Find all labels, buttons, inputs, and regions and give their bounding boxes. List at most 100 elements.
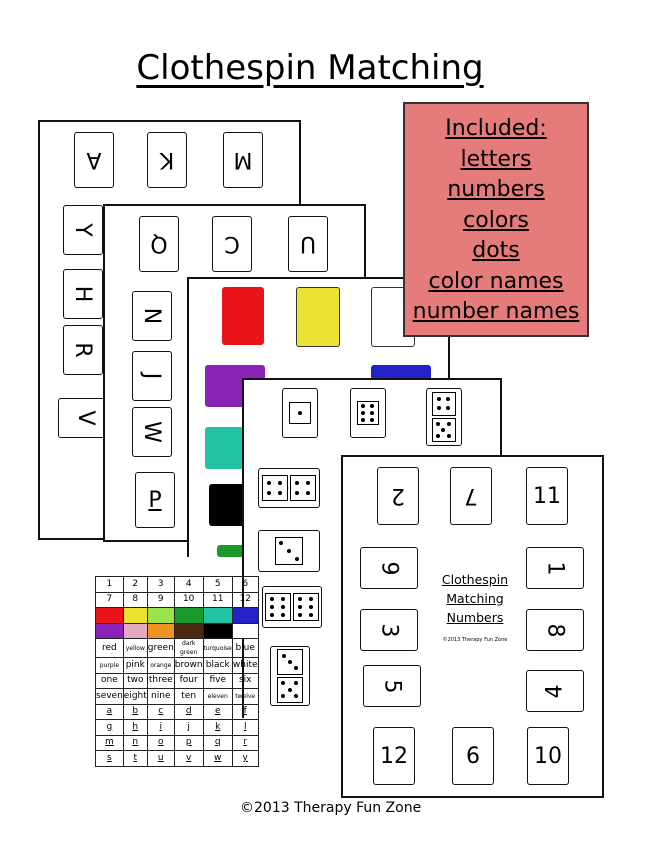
grid-cell: 7 [95, 591, 124, 608]
letter-card: N [132, 291, 172, 341]
pink-color-cell [122, 622, 148, 639]
dot-card [426, 388, 462, 446]
card-label: 11 [533, 483, 561, 509]
included-item: color names [428, 268, 564, 294]
yellow-swatch [296, 287, 340, 347]
card-label: 3 [376, 623, 402, 637]
grid-color-row [95, 622, 259, 639]
grid-cell: k [202, 719, 233, 736]
grid-cell: green [146, 638, 175, 658]
title-line: Matching [446, 591, 504, 606]
dot-card [262, 586, 322, 628]
brown-color-cell [173, 622, 204, 639]
red-color-cell [95, 607, 124, 624]
grid-cell: 12 [231, 591, 259, 608]
grid-cell: three [146, 672, 175, 689]
number-card: 6 [452, 727, 494, 785]
grid-cell: four [173, 672, 204, 689]
grid-cell: h [122, 719, 148, 736]
grid-cell: y [231, 750, 259, 767]
card-label: 6 [466, 743, 480, 769]
grid-cell: m [95, 734, 124, 751]
dot-card [350, 388, 386, 438]
grid-cell: i [146, 719, 175, 736]
grid-cell: five [202, 672, 233, 689]
included-box: Included: letters numbers colors dots co… [403, 102, 589, 337]
number-card: 8 [526, 609, 584, 651]
orange-color-cell [146, 622, 175, 639]
grid-cell: 3 [146, 576, 175, 593]
included-heading: Included: [445, 116, 547, 141]
card-label: H [70, 285, 96, 303]
card-label: J [139, 372, 165, 380]
grid-cell: n [122, 734, 148, 751]
dot-card [270, 646, 310, 706]
card-label: R [70, 342, 96, 358]
grid-cell: 5 [202, 576, 233, 593]
card-label: 5 [379, 679, 405, 693]
card-label: W [139, 421, 165, 443]
grid-cell: p [173, 734, 204, 751]
card-label: K [159, 147, 175, 173]
grid-cell: purple [95, 657, 124, 674]
letter-card: R [63, 325, 103, 375]
grid-cell: f [231, 703, 259, 720]
grid-cell: six [231, 672, 259, 689]
card-label: 12 [380, 743, 408, 769]
letter-card: U [288, 216, 328, 272]
card-label: 2 [391, 483, 405, 509]
title-line: Clothespin [441, 572, 509, 587]
card-label: 9 [376, 561, 402, 575]
number-card: 5 [363, 665, 421, 707]
grid-cell: c [146, 703, 175, 720]
letter-card: Y [63, 205, 103, 255]
grid-cell: yellow [122, 638, 148, 658]
dot-card [258, 530, 320, 572]
grid-cell: 11 [202, 591, 233, 608]
grid-cell: ten [173, 688, 204, 705]
card-label: P [148, 487, 162, 513]
page-title: Clothespin Matching [136, 48, 484, 88]
number-card: 9 [360, 547, 418, 589]
letter-card: H [63, 269, 103, 319]
grid-cell: 10 [173, 591, 204, 608]
grid-cell: turquoise [202, 638, 233, 658]
included-item: numbers [447, 177, 545, 202]
grid-cell: e [202, 703, 233, 720]
grid-cell: pink [122, 657, 148, 674]
grid-cell: red [95, 638, 124, 658]
grid-cell: black [202, 657, 233, 674]
grid-cell: a [95, 703, 124, 720]
teal-color-cell [202, 607, 233, 624]
grid-cell: one [95, 672, 124, 689]
grid-cell: dark green [173, 638, 204, 658]
grid-cell: r [231, 734, 259, 751]
grid-color-row [95, 607, 259, 624]
card-label: 10 [534, 743, 562, 769]
footer-copyright: ©2013 Therapy Fun Zone [240, 800, 422, 816]
purple-color-cell [95, 622, 124, 639]
included-item: dots [472, 238, 520, 263]
card-label: 1 [542, 561, 568, 575]
letter-card: Q [139, 216, 179, 272]
number-card: 2 [377, 467, 419, 525]
card-label: V [73, 410, 99, 426]
grid-cell: t [122, 750, 148, 767]
grid-cell: 6 [231, 576, 259, 593]
letter-card: W [132, 407, 172, 457]
card-label: Q [150, 231, 168, 257]
letter-card: A [74, 132, 114, 188]
grid-cell: d [173, 703, 204, 720]
grid-cell: eleven [202, 688, 233, 705]
numbers-page-title: Clothespin Matching Numbers ©2013 Therap… [425, 570, 525, 650]
number-card: 4 [526, 670, 584, 712]
grid-cell: u [146, 750, 175, 767]
grid-cell: g [95, 719, 124, 736]
